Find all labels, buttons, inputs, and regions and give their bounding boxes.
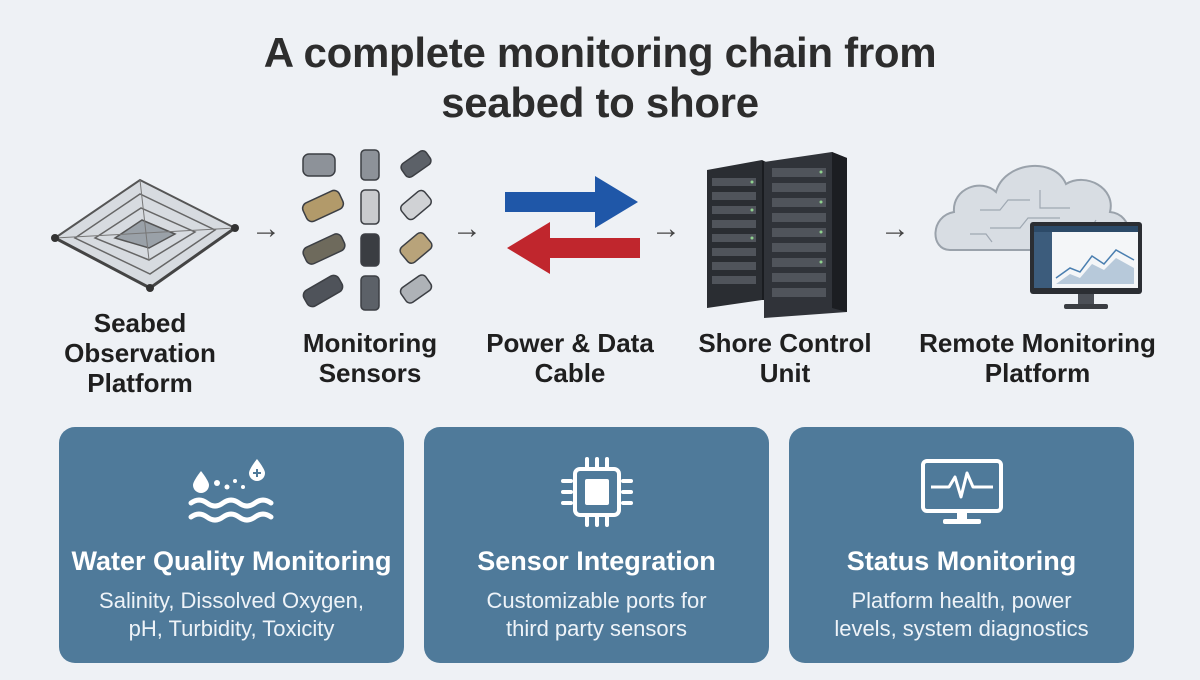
title-line-1: A complete monitoring chain from [263, 29, 937, 76]
water-drops-icon [188, 459, 273, 523]
feature-card-status-monitoring: Status Monitoring Platform health, power… [789, 427, 1134, 663]
feature-title-water-quality: Water Quality Monitoring [71, 546, 392, 576]
stage-seabed-platform [45, 150, 240, 300]
stage-monitoring-sensors [295, 148, 445, 313]
feature-title-status-monitoring: Status Monitoring [846, 546, 1077, 576]
stage-label-monitoring-sensors: Monitoring Sensors [302, 328, 438, 388]
feature-title-sensor-integration: Sensor Integration [477, 546, 716, 576]
bidirectional-arrows-icon [505, 176, 640, 274]
feature-desc-sensor-integration: Customizable ports for third party senso… [486, 588, 707, 641]
page-title: A complete monitoring chain from seabed … [0, 28, 1200, 128]
feature-card-water-quality: Water Quality Monitoring Salinity, Disso… [59, 427, 404, 663]
stage-label-power-data-cable: Power & Data Cable [486, 328, 654, 388]
feature-desc-status-monitoring: Platform health, power levels, system di… [834, 588, 1089, 641]
flow-arrow-3: → [651, 212, 681, 245]
seabed-platform-icon [51, 178, 239, 292]
heartbeat-monitor-icon [920, 459, 1003, 524]
stage-power-data-cable [500, 170, 645, 280]
title-line-2: seabed to shore [441, 79, 759, 126]
flow-arrow-4: → [880, 212, 910, 245]
feature-desc-water-quality: Salinity, Dissolved Oxygen, pH, Turbidit… [99, 588, 364, 641]
flow-arrow-1: → [251, 212, 281, 245]
stage-label-seabed-platform: Seabed Observation Platform [64, 308, 216, 398]
stage-label-shore-control-unit: Shore Control Unit [698, 328, 872, 388]
chip-icon [560, 457, 633, 527]
cloud-monitor-icon [934, 164, 1142, 309]
server-rack-icon [707, 152, 847, 318]
flow-arrow-2: → [452, 212, 482, 245]
stage-label-remote-monitoring-platform: Remote Monitoring Platform [919, 328, 1156, 388]
sensors-icon [301, 149, 433, 311]
feature-card-sensor-integration: Sensor Integration Customizable ports fo… [424, 427, 769, 663]
stage-remote-monitoring-platform [930, 150, 1145, 315]
stage-shore-control-unit [702, 150, 852, 318]
